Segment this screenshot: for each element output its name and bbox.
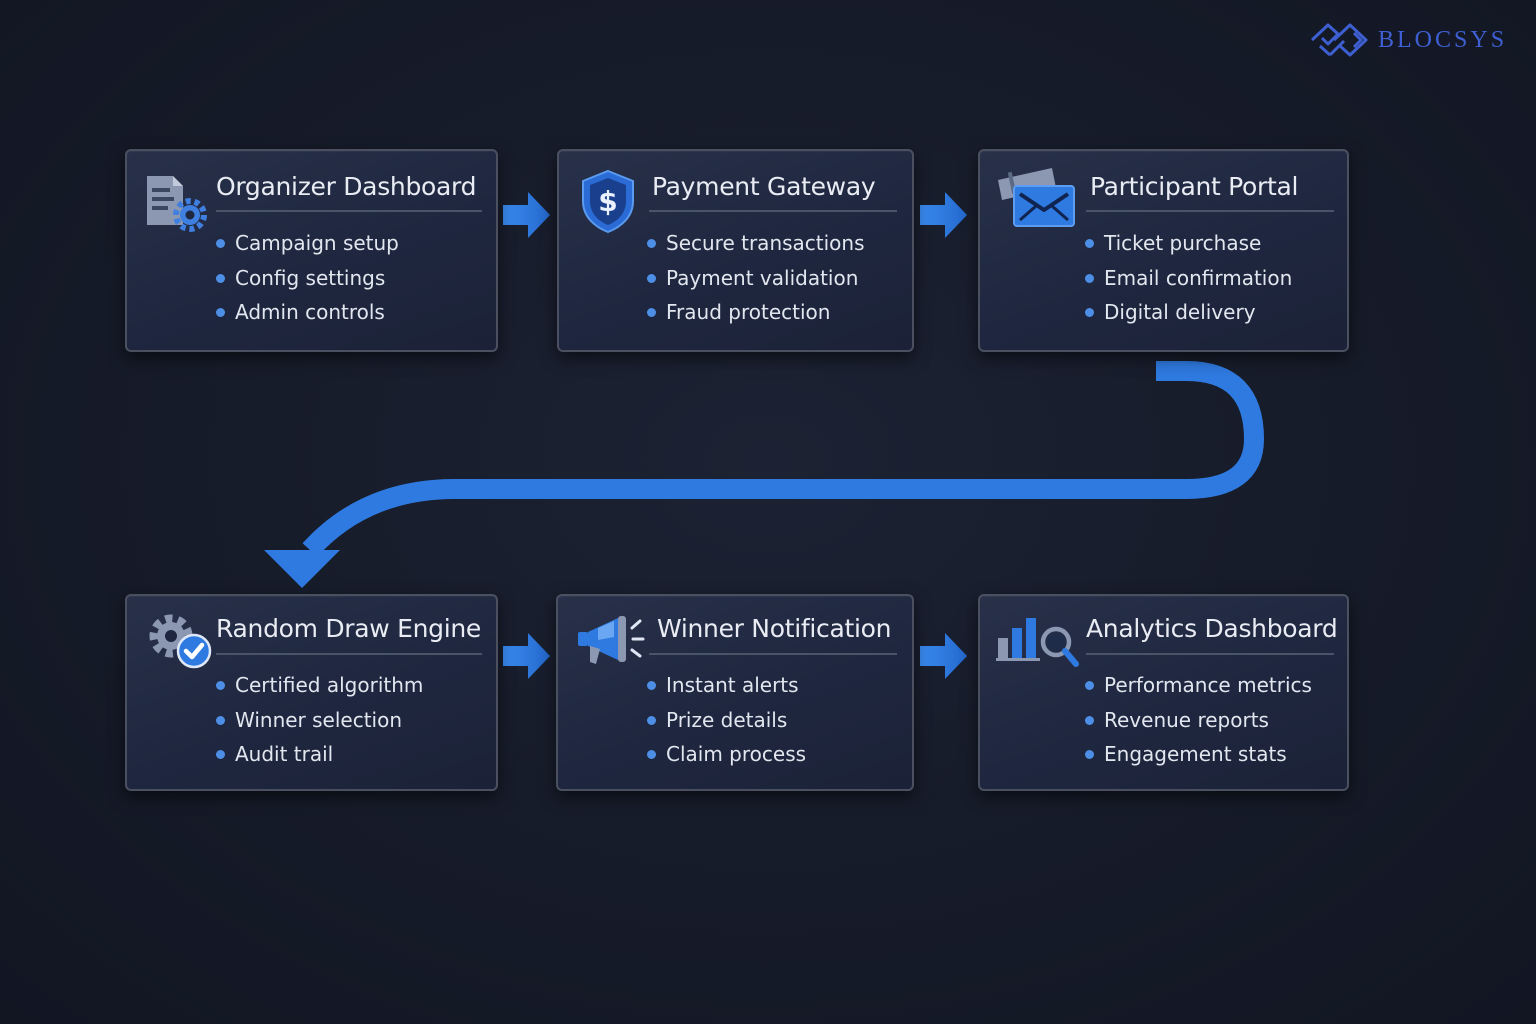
title-divider bbox=[216, 653, 482, 655]
step-card-analytics-dashboard: Analytics Dashboard Performance metrics … bbox=[978, 594, 1349, 791]
list-item: Instant alerts bbox=[647, 668, 806, 703]
step-title: Organizer Dashboard bbox=[216, 172, 477, 201]
flow-arrow-1-2 bbox=[503, 192, 550, 238]
flow-arrow-2-3 bbox=[920, 192, 967, 238]
envelope-ticket-icon bbox=[998, 168, 1075, 227]
list-item: Payment validation bbox=[647, 261, 865, 296]
list-item: Ticket purchase bbox=[1085, 226, 1292, 261]
list-item: Config settings bbox=[216, 261, 399, 296]
gear-check-icon bbox=[149, 614, 212, 669]
list-item: Winner selection bbox=[216, 703, 423, 738]
step-card-winner-notification: Winner Notification Instant alerts Prize… bbox=[556, 594, 914, 791]
step-feature-list: Instant alerts Prize details Claim proce… bbox=[647, 668, 806, 772]
list-item: Revenue reports bbox=[1085, 703, 1312, 738]
title-divider bbox=[1086, 653, 1334, 655]
bar-chart-search-icon bbox=[996, 618, 1079, 667]
step-title: Participant Portal bbox=[1090, 172, 1299, 201]
flow-arrow-4-5 bbox=[503, 633, 550, 679]
list-item: Fraud protection bbox=[647, 295, 865, 330]
step-feature-list: Ticket purchase Email confirmation Digit… bbox=[1085, 226, 1292, 330]
list-item: Digital delivery bbox=[1085, 295, 1292, 330]
step-card-random-draw-engine: Random Draw Engine Certified algorithm W… bbox=[125, 594, 498, 791]
brand-name: BLOCSYS bbox=[1378, 26, 1508, 53]
list-item: Email confirmation bbox=[1085, 261, 1292, 296]
list-item: Admin controls bbox=[216, 295, 399, 330]
shield-dollar-icon: $ bbox=[582, 169, 634, 234]
title-divider bbox=[649, 653, 897, 655]
flow-connector-3-4 bbox=[302, 361, 1264, 557]
title-divider bbox=[649, 210, 897, 212]
brand-logo: BLOCSYS bbox=[1308, 20, 1507, 60]
list-item: Claim process bbox=[647, 737, 806, 772]
list-item: Performance metrics bbox=[1085, 668, 1312, 703]
flow-arrow-5-6 bbox=[920, 633, 967, 679]
list-item: Certified algorithm bbox=[216, 668, 423, 703]
svg-text:$: $ bbox=[598, 185, 617, 218]
flow-connector-3-4-head bbox=[264, 550, 340, 588]
step-card-participant-portal: Participant Portal Ticket purchase Email… bbox=[978, 149, 1349, 352]
step-feature-list: Certified algorithm Winner selection Aud… bbox=[216, 668, 423, 772]
title-divider bbox=[216, 210, 482, 212]
list-item: Campaign setup bbox=[216, 226, 399, 261]
step-title: Payment Gateway bbox=[652, 172, 876, 201]
list-item: Engagement stats bbox=[1085, 737, 1312, 772]
step-feature-list: Secure transactions Payment validation F… bbox=[647, 226, 865, 330]
list-item: Secure transactions bbox=[647, 226, 865, 261]
step-card-payment-gateway: $ Payment Gateway Secure transactions Pa… bbox=[557, 149, 914, 352]
brand-mark-icon bbox=[1310, 23, 1368, 57]
list-item: Audit trail bbox=[216, 737, 423, 772]
megaphone-icon bbox=[578, 616, 645, 664]
list-item: Prize details bbox=[647, 703, 806, 738]
step-title: Analytics Dashboard bbox=[1086, 614, 1338, 643]
step-feature-list: Campaign setup Config settings Admin con… bbox=[216, 226, 399, 330]
step-title: Winner Notification bbox=[657, 614, 892, 643]
step-card-organizer-dashboard: Organizer Dashboard Campaign setup Confi… bbox=[125, 149, 498, 352]
document-gear-icon bbox=[147, 176, 207, 232]
step-title: Random Draw Engine bbox=[216, 614, 481, 643]
title-divider bbox=[1086, 210, 1334, 212]
step-feature-list: Performance metrics Revenue reports Enga… bbox=[1085, 668, 1312, 772]
